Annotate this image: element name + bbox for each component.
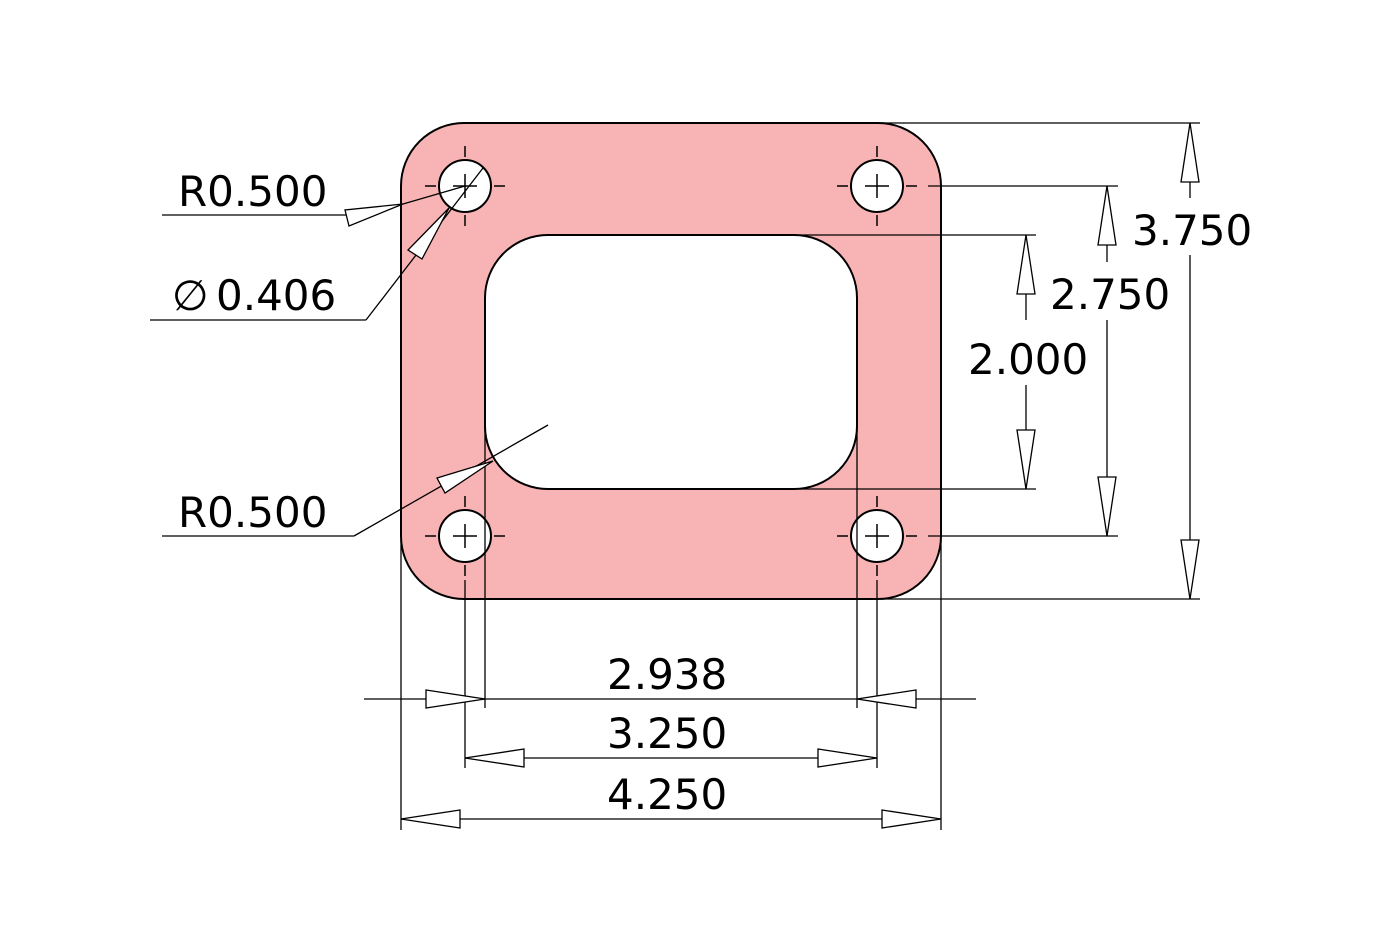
outer-radius-label: R0.500 — [178, 167, 327, 216]
hole-diameter-label: 0.406 — [216, 271, 336, 320]
dimension-opening-width: 2.938 — [364, 650, 976, 709]
dimension-hole-spacing-vertical: 2.750 — [928, 185, 1170, 537]
bolt-hole-bottom-right — [837, 496, 917, 576]
callout-inner-radius: R0.500 — [162, 424, 549, 537]
hole-diameter-symbol: ∅ — [172, 271, 209, 320]
bolt-hole-top-right — [837, 146, 917, 226]
dimension-overall-width: 4.250 — [400, 770, 942, 829]
dimension-overall-height: 3.750 — [880, 122, 1252, 600]
hole-spacing-vertical-label: 2.750 — [1050, 270, 1170, 319]
inner-radius-label: R0.500 — [178, 488, 327, 537]
opening-width-label: 2.938 — [607, 650, 727, 699]
bolt-hole-bottom-left — [425, 496, 505, 576]
callout-hole-diameter: ∅ 0.406 — [150, 167, 484, 321]
opening-height-label: 2.000 — [968, 335, 1088, 384]
overall-width-label: 4.250 — [607, 770, 727, 819]
dimension-opening-height: 2.000 — [800, 234, 1088, 490]
dimension-hole-spacing-horizontal: 3.250 — [464, 709, 878, 768]
callout-outer-radius: R0.500 — [162, 167, 466, 227]
overall-height-label: 3.750 — [1132, 206, 1252, 255]
hole-spacing-horizontal-label: 3.250 — [607, 709, 727, 758]
